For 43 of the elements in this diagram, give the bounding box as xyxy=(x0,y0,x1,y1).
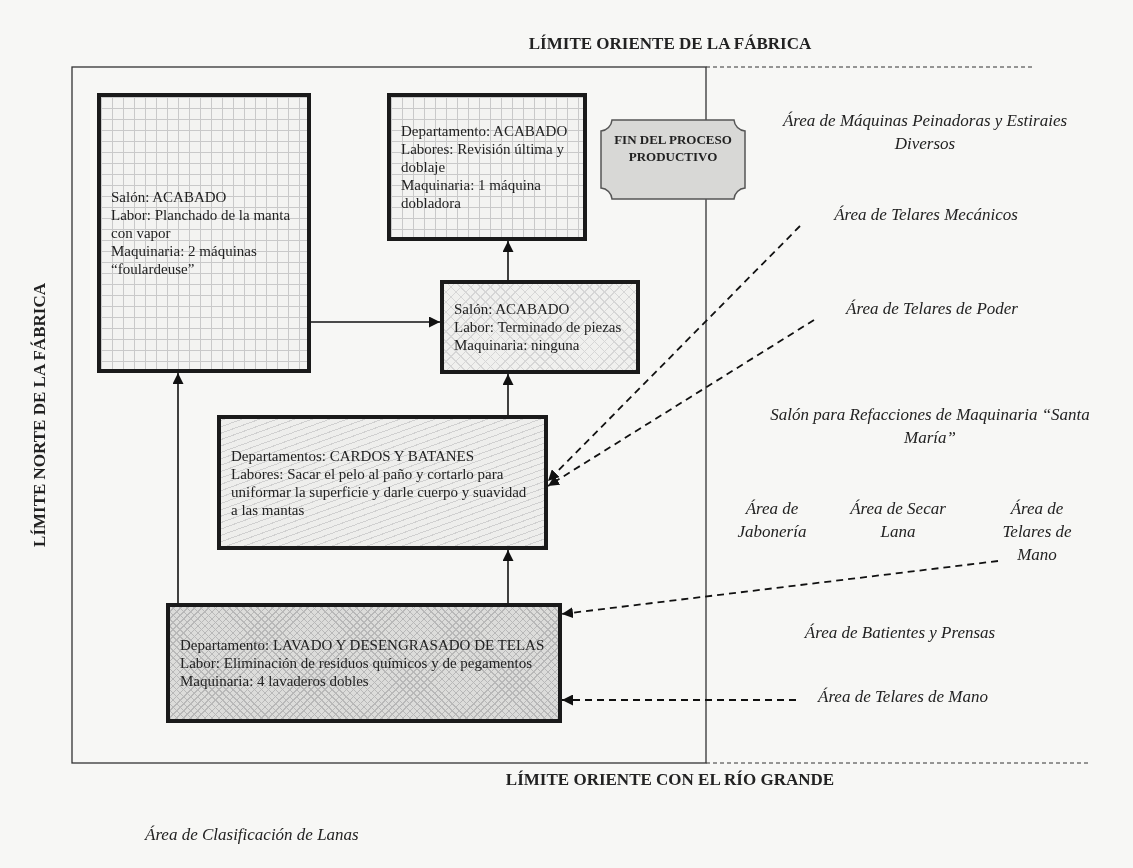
box-text: Maquinaria: 4 lavaderos dobles xyxy=(180,672,370,690)
boundary-label: LÍMITE ORIENTE CON EL RÍO GRANDE xyxy=(504,770,836,790)
box-text: Labor: Eliminación de residuos químicos y de pegamentos xyxy=(180,654,533,672)
box-text: Maquinaria: ninguna xyxy=(454,336,581,354)
process-box xyxy=(387,93,587,241)
arrow xyxy=(502,549,514,604)
arrow xyxy=(310,316,441,328)
process-box xyxy=(440,280,640,374)
dashed-arrow xyxy=(561,560,999,619)
process-box xyxy=(97,93,311,373)
arrow xyxy=(172,372,184,604)
box-text: Departamentos: CARDOS Y BATANES xyxy=(231,446,476,465)
area-label: Salón para Refacciones de Maquinaria “Santa María” xyxy=(770,404,1090,449)
box-text: Labores: Sacar el pelo al paño y cortarlo para uniformar la superficie y darle cuerpo y suavidad a las mantas xyxy=(231,464,528,519)
box-text: Maquinaria: 1 máquina dobladora xyxy=(401,176,542,212)
area-label: Área de Máquinas Peinadoras y Estiraies Diversos xyxy=(781,110,1069,155)
box-text: Salón: ACABADO xyxy=(111,188,228,206)
dashed-arrow xyxy=(547,319,815,487)
area-label: Área de Secar Lana xyxy=(848,498,947,543)
area-label: Área de Clasificación de Lanas xyxy=(145,824,360,846)
area-label: Área de Telares de Mano xyxy=(998,498,1076,573)
plaque-text: FIN DEL PROCESO PRODUCTIVO xyxy=(614,132,732,166)
process-box xyxy=(217,415,548,550)
box-text: Departamento: LAVADO Y DESENGRASADO DE TELAS xyxy=(180,636,546,654)
end-plaque xyxy=(600,119,746,200)
area-label: Área de Jabonería xyxy=(736,498,808,543)
dashed-arrow xyxy=(561,694,797,706)
arrow xyxy=(502,240,514,281)
boundary-label: LÍMITE ORIENTE DE LA FÁBRICA xyxy=(527,34,813,54)
box-text: Departamento: ACABADO xyxy=(401,122,569,140)
area-label: Área de Telares de Mano xyxy=(798,686,1008,714)
area-label: Área de Telares de Poder xyxy=(822,298,1042,326)
box-text: Salón: ACABADO xyxy=(454,300,571,318)
dashed-arrow xyxy=(547,225,801,482)
box-text: Maquinaria: 2 máquinas “foulardeuse” xyxy=(111,242,258,278)
boundary-label: LÍMITE NORTE DE LA FÁBRICA xyxy=(30,282,50,549)
arrow xyxy=(502,373,514,416)
area-label: Área de Telares Mecánicos xyxy=(808,204,1044,232)
process-box xyxy=(166,603,562,723)
box-text: Labor: Planchado de la manta con vapor xyxy=(111,206,292,242)
box-text: Labor: Terminado de piezas xyxy=(454,318,623,336)
area-label: Área de Batientes y Prensas xyxy=(803,622,997,644)
box-text: Labores: Revisión última y doblaje xyxy=(401,140,565,176)
